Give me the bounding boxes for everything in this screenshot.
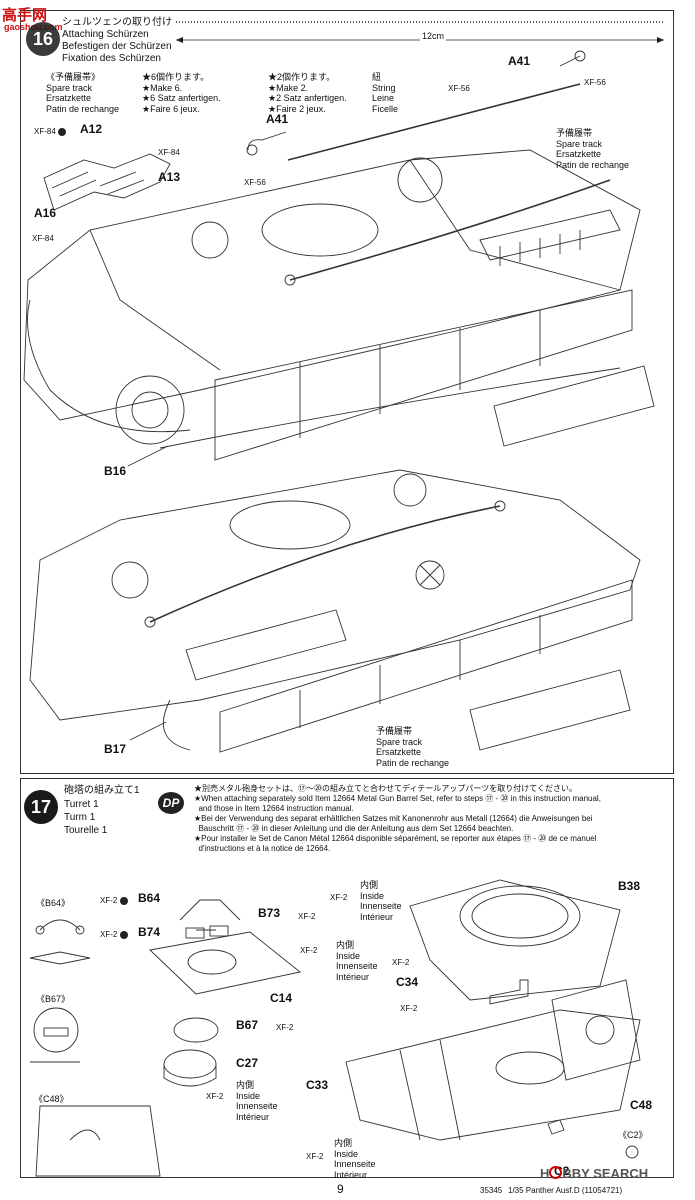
inside-label-2: 内側 Inside Innenseite Intérieur bbox=[336, 940, 378, 982]
paint-b64: XF-2 bbox=[100, 896, 128, 905]
paint-dot-icon bbox=[58, 127, 67, 136]
detail-b64: 《B64》 bbox=[36, 898, 71, 908]
step-16-panel bbox=[20, 10, 674, 774]
paint-inside1: XF-2 bbox=[330, 893, 348, 902]
kit-code: 35345 bbox=[480, 1186, 503, 1195]
spare-track-box-label: 《予備履帯》 Spare track Ersatzkette Patin de … bbox=[46, 72, 120, 114]
watermark-logo: 高手网 bbox=[2, 7, 48, 24]
make-2-note: ★2個作ります。 ★Make 2. ★2 Satz anfertigen. ★F… bbox=[268, 72, 347, 114]
step-16-title-fr: Fixation des Schürzen bbox=[62, 53, 161, 64]
inside-label-1: 内側 Inside Innenseite Intérieur bbox=[360, 880, 402, 922]
detail-c48: 《C48》 bbox=[34, 1094, 69, 1104]
part-b74: B74 bbox=[138, 925, 161, 939]
part-c34: C34 bbox=[396, 975, 419, 989]
paint-xf56-a41-right: XF-56 bbox=[584, 78, 606, 87]
part-b73: B73 bbox=[258, 906, 281, 920]
detail-b67: 《B67》 bbox=[36, 994, 71, 1004]
step-16-title-de: Befestigen der Schürzen bbox=[62, 41, 172, 52]
paint-b67: XF-2 bbox=[276, 1023, 294, 1032]
paint-inside2: XF-2 bbox=[300, 946, 318, 955]
spare-track-lower-label: 予備履帯 Spare track Ersatzkette Patin de re… bbox=[376, 726, 450, 768]
step-16-title-en: Attaching Schürzen bbox=[62, 29, 149, 40]
inside-label-3: 内側 Inside Innenseite Intérieur bbox=[236, 1080, 278, 1122]
paint-b73: XF-2 bbox=[298, 912, 316, 921]
part-c48: C48 bbox=[630, 1098, 653, 1112]
string-label: 紐 String Leine Ficelle bbox=[372, 72, 399, 114]
kit-title: 1/35 Panther Ausf.D (11054721) bbox=[508, 1186, 623, 1195]
make-6-note: ★6個作ります。 ★Make 6. ★6 Satz anfertigen. ★F… bbox=[142, 72, 221, 114]
part-c27: C27 bbox=[236, 1056, 259, 1070]
step-17-title-jp: 砲塔の組み立て1 bbox=[64, 785, 140, 796]
step-17-title-de: Turm 1 bbox=[64, 812, 96, 823]
paint-xf84-a13: XF-84 bbox=[158, 148, 180, 157]
part-a12: A12 bbox=[80, 122, 103, 136]
inside-label-4: 内側 Inside Innenseite Intérieur bbox=[334, 1138, 376, 1180]
step-17-number: 17 bbox=[24, 790, 58, 824]
string-length-label: 12cm bbox=[420, 31, 447, 42]
paint-b74: XF-2 bbox=[100, 930, 128, 939]
paint-dot-icon bbox=[119, 930, 128, 939]
detail-c2: 《C2》 bbox=[618, 1130, 648, 1140]
part-b17: B17 bbox=[104, 742, 127, 756]
part-a41-left: A41 bbox=[266, 112, 289, 126]
page-number: 9 bbox=[337, 1182, 344, 1196]
paint-xf56-a41-left: XF-56 bbox=[244, 178, 266, 187]
paint-c33: XF-2 bbox=[400, 1004, 418, 1013]
part-b38: B38 bbox=[618, 879, 641, 893]
paint-xf84-a16: XF-84 bbox=[32, 234, 54, 243]
paint-xf56-string: XF-56 bbox=[448, 84, 470, 93]
part-a13: A13 bbox=[158, 170, 181, 184]
dp-badge: DP bbox=[158, 792, 184, 814]
part-c33: C33 bbox=[306, 1078, 329, 1092]
part-b16: B16 bbox=[104, 464, 127, 478]
step-16-number: 16 bbox=[26, 22, 60, 56]
part-a41-right: A41 bbox=[508, 54, 531, 68]
metal-barrel-note: ★別売メタル砲身セットは、⑰〜⑳の組み立てと合わせてディテールアップパーツを取り… bbox=[194, 784, 601, 853]
part-c14: C14 bbox=[270, 991, 293, 1005]
step-17-title-fr: Tourelle 1 bbox=[64, 825, 108, 836]
paint-dot-icon bbox=[119, 896, 128, 905]
part-a16: A16 bbox=[34, 206, 57, 220]
step-16-title-jp: シュルツェンの取り付け bbox=[62, 17, 172, 28]
part-b64: B64 bbox=[138, 891, 161, 905]
step-17-title-en: Turret 1 bbox=[64, 799, 99, 810]
paint-inside4: XF-2 bbox=[306, 1152, 324, 1161]
paint-xf84-a12: XF-84 bbox=[34, 127, 67, 136]
paint-c34: XF-2 bbox=[392, 958, 410, 967]
paint-inside3: XF-2 bbox=[206, 1092, 224, 1101]
hobbysearch-o-icon bbox=[549, 1166, 563, 1179]
spare-track-upper-label: 予備履帯 Spare track Ersatzkette Patin de re… bbox=[556, 128, 630, 170]
part-b67: B67 bbox=[236, 1018, 259, 1032]
